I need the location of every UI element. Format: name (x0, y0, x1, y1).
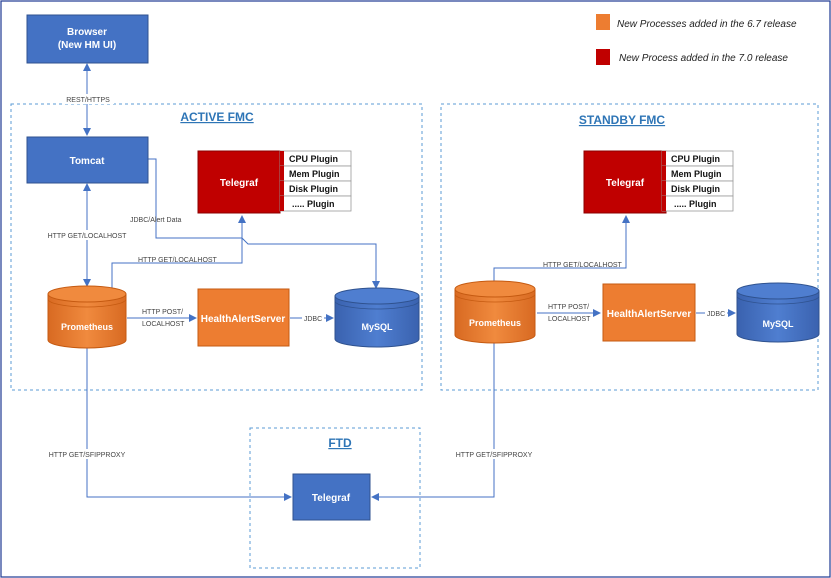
label-http-post-2-active: LOCALHOST (142, 321, 185, 328)
mysql-label-active: MySQL (361, 322, 393, 332)
plugin-mem-active: Mem Plugin (289, 169, 340, 179)
telegraf-node-active: Telegraf CPU Plugin Mem Plugin Disk Plug… (197, 150, 352, 214)
telegraf-label-ftd: Telegraf (312, 493, 351, 504)
plugin-cpu-active: CPU Plugin (289, 154, 338, 164)
health-alert-server-label-standby: HealthAlertServer (607, 309, 692, 320)
plugin-mem-standby: Mem Plugin (671, 169, 722, 179)
label-jdbc-alert-data: JDBC/Alert Data (130, 217, 181, 224)
browser-sublabel: (New HM UI) (58, 40, 116, 51)
telegraf-node-ftd: Telegraf (292, 473, 371, 521)
telegraf-label-standby: Telegraf (606, 178, 645, 189)
plugin-disk-active: Disk Plugin (289, 184, 338, 194)
legend-swatch-red (596, 49, 610, 65)
health-alert-server-node-active: HealthAlertServer (197, 288, 290, 347)
active-fmc-title: ACTIVE FMC (180, 110, 254, 124)
label-http-get-localhost-telegraf: HTTP GET/LOCALHOST (138, 257, 218, 264)
plugin-other-standby: ..... Plugin (674, 199, 717, 209)
health-alert-server-label-active: HealthAlertServer (201, 314, 286, 325)
telegraf-label-active: Telegraf (220, 178, 259, 189)
tomcat-label: Tomcat (70, 156, 105, 167)
label-http-get-sfipproxy-active: HTTP GET/SFIPPROXY (49, 452, 126, 459)
edge-prometheus-ftd-active (86, 348, 292, 501)
label-jdbc-active: JDBC (304, 316, 322, 323)
standby-fmc-group (440, 103, 819, 391)
ftd-title: FTD (328, 436, 352, 450)
label-http-get-sfipproxy-standby: HTTP GET/SFIPPROXY (456, 452, 533, 459)
mysql-cylinder-standby: MySQL (736, 282, 820, 343)
label-http-post-2-standby: LOCALHOST (548, 316, 591, 323)
browser-node: Browser (New HM UI) (26, 14, 149, 64)
plugin-other-active: ..... Plugin (292, 199, 335, 209)
legend-label-7-0: New Process added in the 7.0 release (619, 53, 788, 64)
tomcat-node: Tomcat (26, 136, 149, 184)
label-http-get-localhost-tomcat: HTTP GET/LOCALHOST (48, 233, 128, 240)
label-jdbc-standby: JDBC (707, 311, 725, 318)
ftd-group (249, 427, 421, 569)
legend-swatch-orange (596, 14, 610, 30)
prometheus-cylinder-active: Prometheus (47, 285, 127, 349)
edge-prometheus-telegraf-active (111, 215, 246, 290)
standby-fmc-title: STANDBY FMC (579, 113, 666, 127)
mysql-cylinder-active: MySQL (334, 287, 420, 348)
browser-label: Browser (67, 27, 107, 38)
mysql-label-standby: MySQL (762, 319, 794, 329)
edge-prometheus-ftd-standby (371, 343, 495, 501)
prometheus-cylinder-standby: Prometheus (454, 280, 536, 344)
telegraf-node-standby: Telegraf CPU Plugin Mem Plugin Disk Plug… (583, 150, 734, 214)
prometheus-label-standby: Prometheus (469, 318, 521, 328)
label-http-post-1-active: HTTP POST/ (142, 309, 183, 316)
prometheus-label-active: Prometheus (61, 322, 113, 332)
label-http-post-1-standby: HTTP POST/ (548, 304, 589, 311)
edge-prometheus-telegraf-standby (493, 215, 630, 286)
label-http-get-localhost-standby: HTTP GET/LOCALHOST (543, 262, 623, 269)
plugin-list-active: CPU Plugin Mem Plugin Disk Plugin ..... … (279, 150, 352, 212)
legend-label-6-7: New Processes added in the 6.7 release (617, 19, 797, 30)
plugin-list-standby: CPU Plugin Mem Plugin Disk Plugin ..... … (661, 150, 734, 212)
active-fmc-group (10, 103, 423, 391)
plugin-disk-standby: Disk Plugin (671, 184, 720, 194)
plugin-cpu-standby: CPU Plugin (671, 154, 720, 164)
label-rest-https: REST/HTTPS (66, 97, 110, 104)
health-alert-server-node-standby: HealthAlertServer (602, 283, 696, 342)
